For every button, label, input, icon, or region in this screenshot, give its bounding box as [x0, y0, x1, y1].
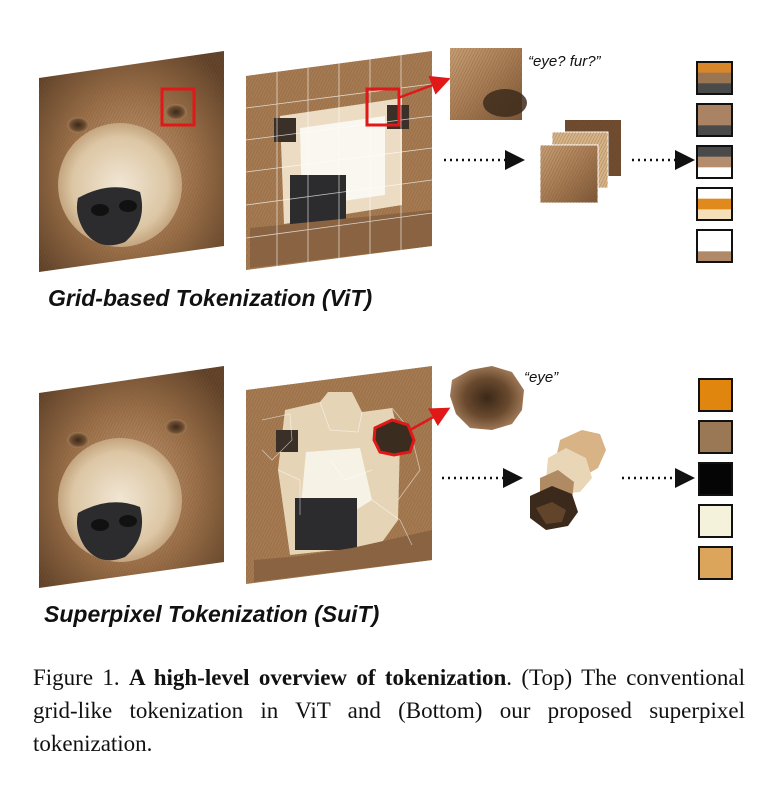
superpixel-token — [698, 504, 733, 538]
patch-stack-top — [539, 120, 621, 204]
grid-token-border — [696, 145, 733, 179]
grid-token — [696, 145, 733, 179]
zoomed-patch-top — [450, 48, 527, 120]
grid-token-band — [697, 146, 732, 158]
grid-token-band — [697, 240, 732, 252]
superpixel-tokenization-title: Superpixel Tokenization (SuiT) — [44, 601, 380, 627]
superpixel-label-quote: “eye” — [524, 369, 559, 386]
grid-token-border — [696, 187, 733, 221]
grid-token-band — [697, 230, 732, 242]
grid-token-border — [696, 61, 733, 95]
bear-image-bottom — [39, 366, 224, 588]
caption-body: . (Top) The conventional grid-like token… — [33, 665, 745, 756]
grid-token-border — [696, 229, 733, 263]
token-vectors-bottom — [698, 378, 733, 580]
grid-token-band — [697, 83, 732, 95]
grid-token-border — [696, 103, 733, 137]
grid-token-band — [697, 167, 732, 179]
highlight-box-top-left — [160, 87, 196, 127]
superpixel-token — [698, 546, 733, 580]
grid-token-band — [697, 114, 732, 126]
grid-token-band — [697, 188, 732, 200]
token-vectors-top — [696, 61, 733, 263]
grid-token-band — [697, 251, 732, 263]
patch-label-quote: “eye? fur?” — [528, 53, 601, 70]
grid-token-band — [697, 125, 732, 137]
grid-token-band — [697, 209, 732, 221]
grid-token — [696, 61, 733, 95]
zoom-arrow-top — [397, 75, 451, 100]
caption-prefix: Figure 1. — [33, 665, 130, 690]
superpixel-cluster-bottom — [530, 430, 606, 530]
caption-bold-title: A high-level overview of tokenization — [129, 665, 507, 690]
grid-token — [696, 103, 733, 137]
grid-token — [696, 187, 733, 221]
grid-tokenization-title: Grid-based Tokenization (ViT) — [48, 285, 373, 311]
figure-caption: Figure 1. A high-level overview of token… — [33, 661, 745, 760]
bear-image-top — [39, 51, 224, 272]
grid-token — [696, 229, 733, 263]
bear-superpixel-image-bottom — [246, 366, 432, 584]
bear-grid-image-top — [245, 51, 433, 270]
grid-token-band — [697, 156, 732, 168]
highlight-box-top-grid — [365, 87, 401, 127]
superpixel-token — [698, 420, 733, 454]
superpixel-token — [698, 378, 733, 412]
grid-token-band — [697, 62, 732, 74]
zoom-arrow-bottom — [409, 407, 451, 432]
grid-token-band — [697, 198, 732, 210]
superpixel-eye-blob — [450, 366, 524, 430]
grid-token-band — [697, 72, 732, 84]
grid-token-band — [697, 104, 732, 116]
highlight-outline-superpixel — [372, 418, 416, 457]
superpixel-token — [698, 462, 733, 496]
